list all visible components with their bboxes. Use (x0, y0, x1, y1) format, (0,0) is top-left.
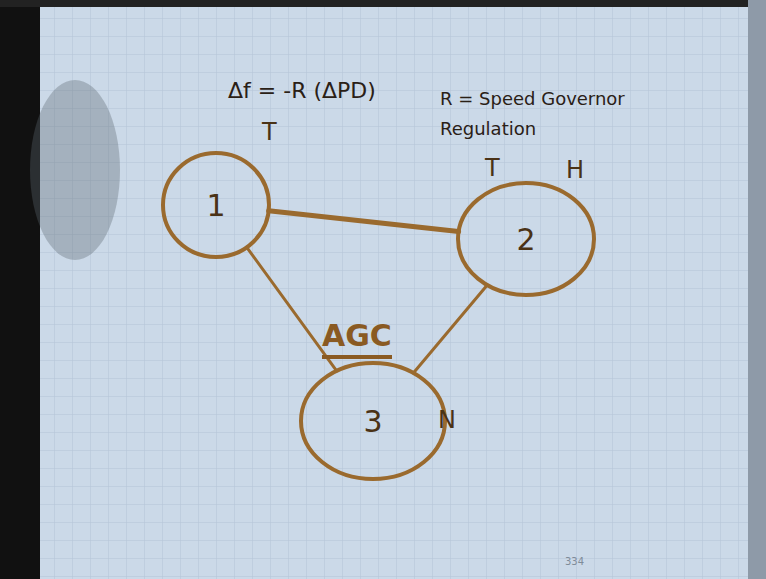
area-circle: 3 (298, 360, 448, 482)
annotation-letter: T (262, 118, 277, 146)
annotation-letter: N (438, 406, 456, 434)
annotation-letter: H (566, 156, 584, 184)
annotation-letter: T (485, 154, 500, 182)
tie-line (413, 285, 487, 373)
tie-line (269, 211, 459, 232)
area-circle: 1 (160, 150, 272, 260)
area-number: 2 (455, 180, 597, 298)
area-number: 3 (298, 360, 448, 482)
title-label: AGC (322, 318, 392, 359)
annotation-letter: 334 (565, 556, 584, 567)
note-text: Δf = -R (ΔPD) (228, 78, 376, 103)
area-number: 1 (160, 150, 272, 260)
area-circle: 2 (455, 180, 597, 298)
note-text: R = Speed Governor Regulation (440, 84, 670, 144)
